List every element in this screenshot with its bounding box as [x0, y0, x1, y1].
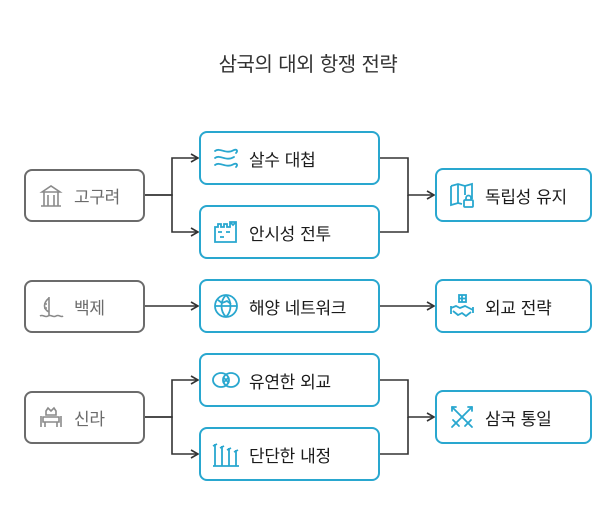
pillars-icon: [211, 439, 241, 469]
connector-silla-flexible: [145, 375, 200, 418]
connector-goguryeo-ansi: [145, 194, 200, 237]
kingdom-label: 백제: [74, 299, 105, 319]
map-lock-icon: [447, 180, 477, 210]
strategy-label: 안시성 전투: [249, 224, 331, 245]
crossed-swords-icon: [447, 402, 477, 432]
throne-icon: [36, 403, 66, 433]
linked-rings-icon: [211, 365, 241, 395]
strategy-label: 해양 네트워크: [249, 298, 347, 319]
strategy-salsu: 살수 대첩: [199, 131, 380, 185]
result-label: 삼국 통일: [485, 409, 552, 430]
strategy-maritime: 해양 네트워크: [199, 279, 380, 333]
connector-ansi-independence: [380, 195, 409, 233]
kingdom-label: 신라: [74, 410, 105, 430]
connector-flexible-unification: [380, 379, 436, 422]
kingdom-goguryeo: 고구려: [24, 169, 145, 222]
kingdom-silla: 신라: [24, 391, 145, 444]
kingdom-label: 고구려: [74, 188, 121, 208]
fortress-wall-icon: [211, 217, 241, 247]
strategy-ansi: 안시성 전투: [199, 205, 380, 259]
strategy-label: 유연한 외교: [249, 372, 331, 393]
result-independence: 독립성 유지: [435, 168, 592, 222]
result-unification: 삼국 통일: [435, 390, 592, 444]
strategy-flexible: 유연한 외교: [199, 353, 380, 407]
result-label: 독립성 유지: [485, 187, 567, 208]
connector-solid-unification: [380, 417, 409, 455]
connector-salsu-independence: [380, 157, 436, 200]
strategy-solid: 단단한 내정: [199, 427, 380, 481]
strategy-label: 살수 대첩: [249, 150, 316, 171]
strategy-label: 단단한 내정: [249, 446, 331, 467]
result-label: 외교 전략: [485, 298, 552, 319]
globe-network-icon: [211, 291, 241, 321]
diagram-title: 삼국의 대외 항쟁 전략: [218, 52, 398, 76]
sailboat-icon: [36, 292, 66, 322]
connector-goguryeo-salsu: [145, 153, 200, 196]
temple-icon: [36, 181, 66, 211]
result-diplomacy: 외교 전략: [435, 279, 592, 333]
kingdom-baekje: 백제: [24, 280, 145, 333]
handshake-icon: [447, 291, 477, 321]
river-waves-icon: [211, 143, 241, 173]
connector-silla-solid: [145, 416, 200, 459]
